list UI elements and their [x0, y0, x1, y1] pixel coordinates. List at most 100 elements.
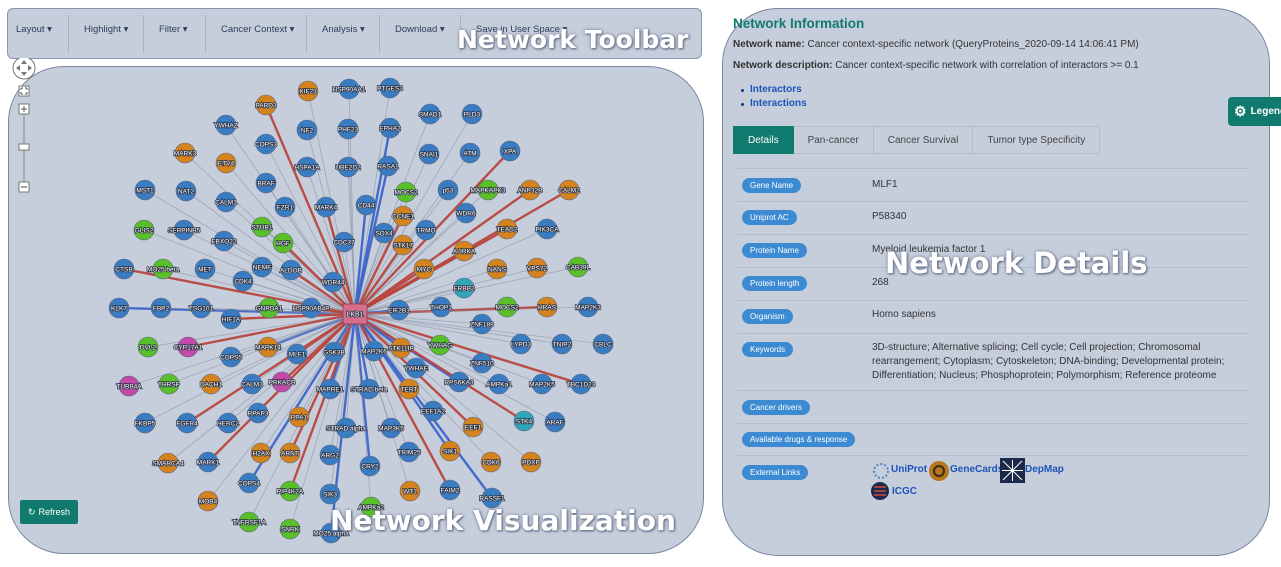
node-circle[interactable] [390, 337, 412, 359]
node-circle[interactable] [398, 441, 420, 463]
network-node[interactable]: RPAP3 [247, 402, 270, 424]
network-edge[interactable] [354, 229, 427, 315]
network-node[interactable]: CDK4 [232, 270, 254, 292]
node-circle[interactable] [319, 444, 341, 466]
network-node[interactable]: NAT2 [175, 180, 197, 202]
node-circle[interactable] [461, 103, 483, 125]
node-circle[interactable] [358, 378, 380, 400]
network-edge[interactable] [354, 312, 582, 386]
toolbar-filter-menu[interactable]: Filter ▾ [159, 24, 188, 35]
network-node[interactable]: KLK7 [108, 297, 130, 319]
network-node[interactable]: PIK3CA [535, 218, 560, 240]
network-edge[interactable] [288, 313, 357, 492]
node-circle[interactable] [134, 179, 156, 201]
network-node[interactable]: EEF1A2 [420, 400, 446, 422]
node-circle[interactable] [359, 455, 381, 477]
network-node[interactable]: STK11IP [387, 337, 415, 359]
node-circle[interactable] [238, 472, 260, 494]
node-circle[interactable] [215, 114, 237, 136]
node-circle[interactable] [220, 346, 242, 368]
interactions-link[interactable]: Interactions [750, 98, 807, 109]
network-node[interactable]: CBLC [592, 333, 614, 355]
network-node[interactable]: FGFR4 [176, 412, 199, 434]
network-node[interactable]: MAP2K5 [528, 373, 556, 395]
node-circle[interactable] [453, 277, 475, 299]
node-circle[interactable] [257, 336, 279, 358]
node-circle[interactable] [197, 451, 219, 473]
network-edge[interactable] [284, 206, 356, 315]
network-node[interactable]: WDR44 [321, 271, 346, 293]
network-node[interactable]: SIK1 [439, 440, 461, 462]
network-edge[interactable] [354, 313, 532, 463]
network-node[interactable]: MAPK14 [254, 336, 282, 358]
node-circle[interactable] [471, 352, 493, 374]
node-circle[interactable] [419, 103, 441, 125]
node-circle[interactable] [496, 218, 518, 240]
node-circle[interactable] [437, 179, 459, 201]
node-circle[interactable] [558, 179, 580, 201]
center-node-box[interactable] [342, 303, 368, 325]
node-circle[interactable] [175, 180, 197, 202]
network-edge[interactable] [329, 313, 356, 456]
network-node[interactable]: SMAD1 [418, 103, 442, 125]
network-node[interactable]: ALDOB [279, 259, 303, 281]
network-node[interactable]: MAP2K6 [360, 340, 388, 362]
network-node[interactable]: YWHAG [427, 334, 453, 356]
center-node[interactable]: LKB1 [342, 303, 368, 325]
network-node[interactable]: PTGES3 [376, 77, 404, 99]
node-circle[interactable] [215, 191, 237, 213]
network-node[interactable]: TEAD2 [496, 218, 519, 240]
network-edge[interactable] [354, 244, 404, 315]
node-circle[interactable] [338, 78, 360, 100]
network-node[interactable]: CDK6 [480, 451, 502, 473]
network-node[interactable]: MARK1 [196, 451, 220, 473]
network-edge[interactable] [227, 313, 356, 424]
node-circle[interactable] [157, 452, 179, 474]
network-edge[interactable] [354, 313, 556, 423]
network-node[interactable]: MAPRE1 [316, 378, 345, 400]
network-node[interactable]: PPA1 [288, 406, 310, 428]
network-node[interactable]: NANS [486, 258, 508, 280]
network-edge[interactable] [144, 313, 356, 424]
node-circle[interactable] [296, 156, 318, 178]
node-circle[interactable] [177, 336, 199, 358]
network-node[interactable]: TRIM25 [397, 441, 422, 463]
node-circle[interactable] [215, 152, 237, 174]
node-circle[interactable] [480, 451, 502, 473]
node-circle[interactable] [392, 205, 414, 227]
node-circle[interactable] [496, 296, 518, 318]
network-node[interactable]: PDXP [520, 451, 542, 473]
network-edge[interactable] [354, 113, 473, 315]
network-node[interactable]: YWHAE [403, 357, 429, 379]
node-circle[interactable] [197, 490, 219, 512]
network-node[interactable]: ARAF [544, 411, 566, 433]
network-node[interactable]: UBE2D2 [335, 156, 362, 178]
network-node[interactable]: THRSP [157, 373, 181, 395]
network-edge[interactable] [354, 268, 498, 315]
node-circle[interactable] [251, 216, 273, 238]
network-node[interactable]: HRAS [536, 296, 557, 318]
network-node[interactable]: CDC37 [333, 231, 356, 253]
node-circle[interactable] [279, 442, 301, 464]
network-node[interactable]: HSP90AA1 [332, 78, 367, 100]
node-circle[interactable] [398, 378, 420, 400]
node-circle[interactable] [486, 258, 508, 280]
network-node[interactable]: MO25 alpha [312, 522, 350, 544]
uniprot-link[interactable]: UniProt [891, 464, 928, 475]
network-node[interactable]: ZNF189 [469, 313, 495, 335]
node-circle[interactable] [194, 258, 216, 280]
node-circle[interactable] [217, 412, 239, 434]
zoom-out-icon[interactable] [18, 181, 30, 193]
node-circle[interactable] [413, 258, 435, 280]
network-edge[interactable] [210, 313, 356, 385]
node-circle[interactable] [477, 179, 499, 201]
network-node[interactable]: CAB39L [565, 256, 591, 278]
network-edge[interactable] [354, 313, 500, 385]
network-edge[interactable] [353, 215, 405, 315]
network-node[interactable]: AURKA [452, 240, 477, 262]
node-circle[interactable] [108, 297, 130, 319]
node-circle[interactable] [241, 373, 263, 395]
network-node[interactable]: MARK3 [173, 142, 197, 164]
node-circle[interactable] [453, 240, 475, 262]
network-edge[interactable] [354, 267, 538, 315]
